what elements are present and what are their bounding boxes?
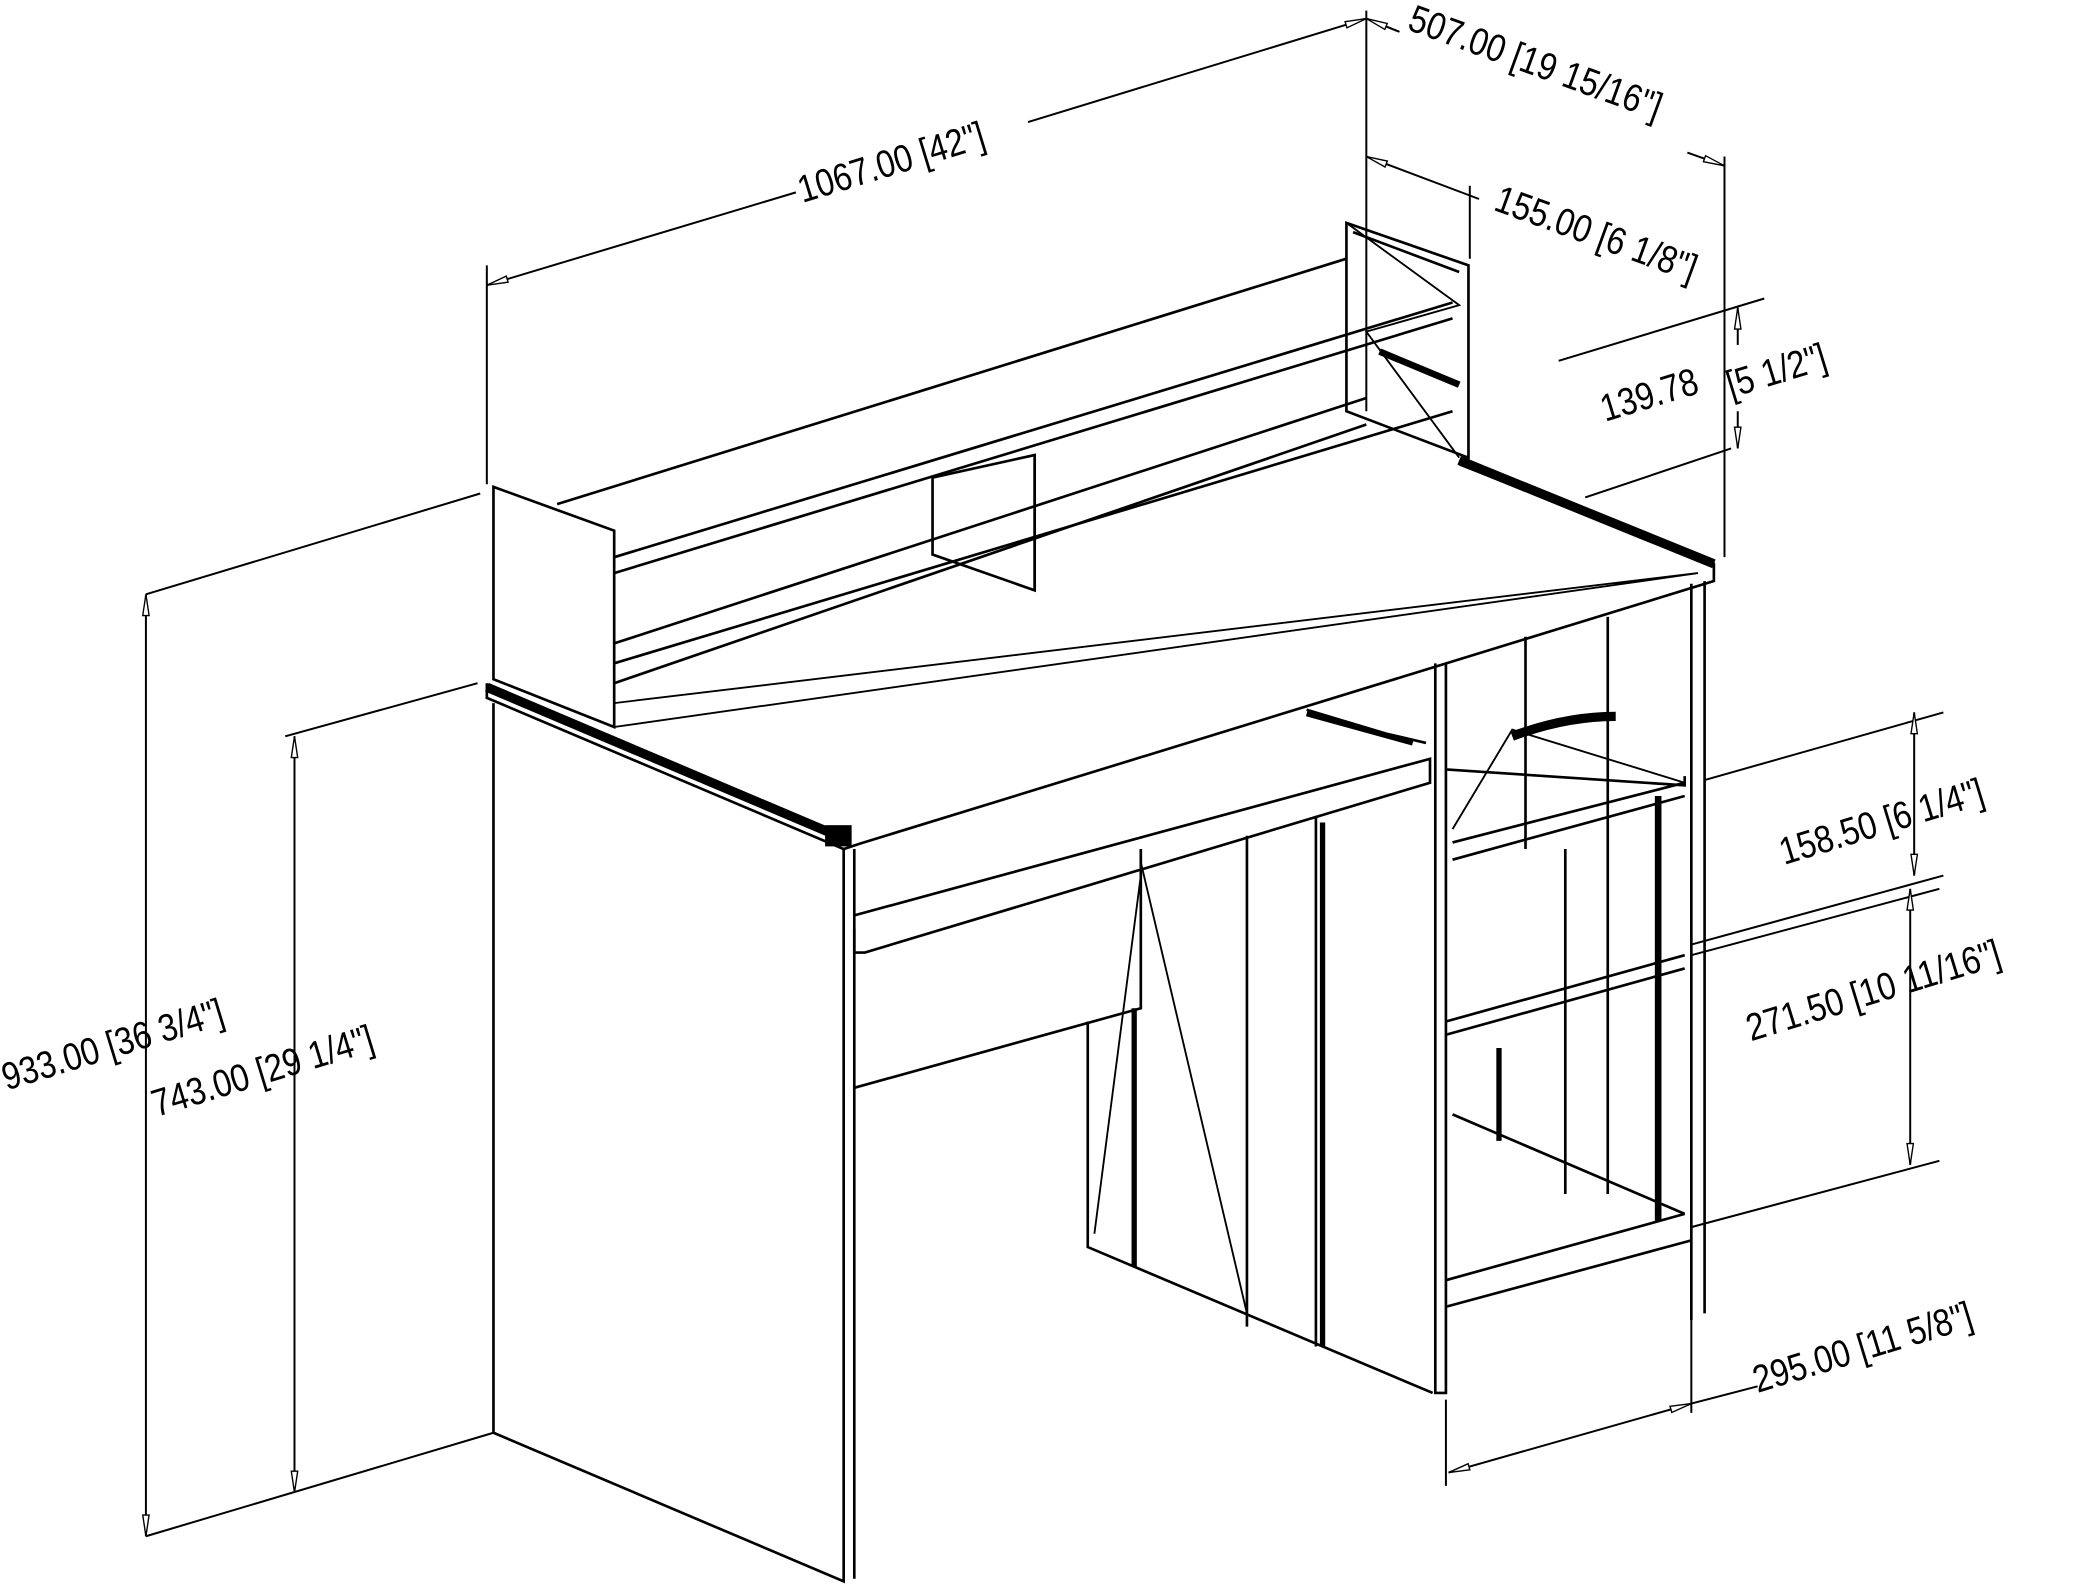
- dim-hutch-height: 139.78: [1595, 360, 1703, 430]
- desk-edge-banding-left: [485, 682, 846, 843]
- dim-hutch-height-inches: [5 1/2"]: [1721, 335, 1832, 406]
- hutch: [492, 221, 1470, 729]
- desk-body: [485, 456, 1716, 1584]
- dim-width: 1067.00 [42"]: [792, 113, 990, 211]
- dim-hutch-depth: 155.00 [6 1/8"]: [1489, 177, 1703, 290]
- dimension-lines: [141, 10, 1944, 1538]
- desk-edge-banding-right: [1457, 456, 1716, 569]
- drawer-handle: [1510, 711, 1616, 741]
- dim-depth: 507.00 [19 15/16"]: [1403, 0, 1668, 128]
- dim-shelf-height: 271.50 [10 11/16"]: [1741, 931, 2006, 1049]
- dim-drawer-height: 158.50 [6 1/4"]: [1774, 770, 1989, 873]
- dim-pedestal-width: 295.00 [11 5/8"]: [1748, 1294, 1978, 1402]
